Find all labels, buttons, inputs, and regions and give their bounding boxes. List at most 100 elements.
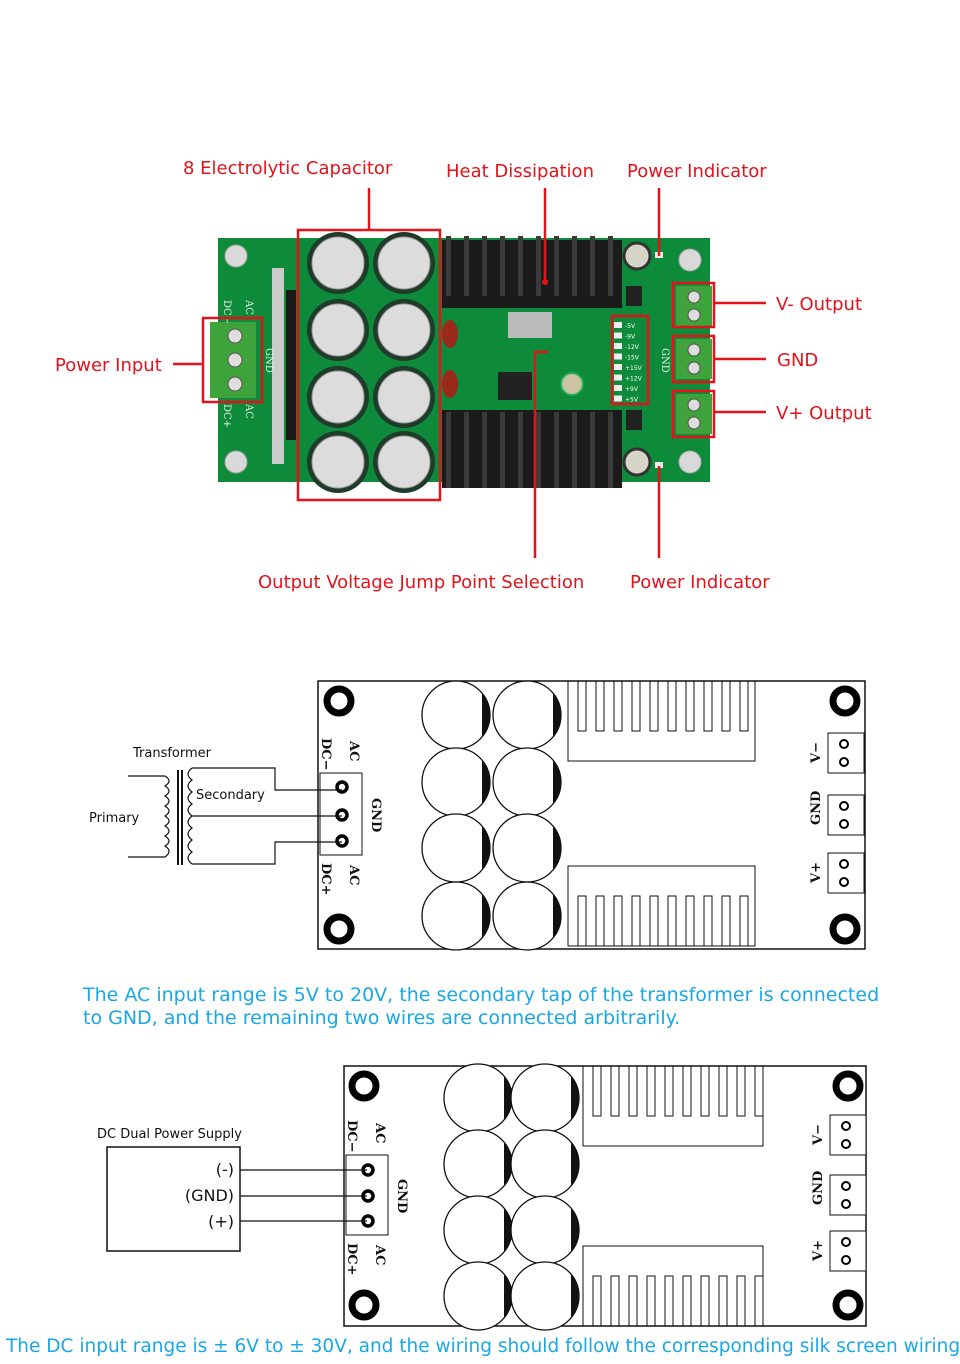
silk-ac: AC: [243, 299, 254, 315]
label-power-indicator-top: Power Indicator: [627, 161, 767, 182]
bridge-rectifier: [272, 268, 284, 464]
label-v-minus-output: V- Output: [776, 294, 862, 315]
dc-pos-label: (+): [208, 1212, 234, 1231]
heatsink-fin: [703, 895, 713, 947]
heatsink-fin: [500, 412, 505, 488]
terminal-hole: [841, 1199, 851, 1209]
capacitor-outline: [492, 881, 562, 951]
regulator: [498, 372, 532, 400]
board-outline: [343, 1065, 867, 1327]
mounting-hole: [832, 1289, 864, 1321]
heatsink-fin: [685, 680, 695, 732]
heatsink-fin: [577, 680, 587, 732]
capacitor-outline: [443, 1261, 513, 1331]
jumper-label: +5V: [625, 397, 639, 404]
jumper-label: +12V: [625, 376, 643, 383]
label-capacitor: 8 Electrolytic Capacitor: [183, 158, 393, 179]
mounting-hole: [224, 450, 248, 474]
capacitor-polarity-mark: [571, 1208, 580, 1252]
silk-gnd: GND: [368, 798, 383, 832]
silk-dc-plus: DC+: [344, 1243, 359, 1276]
capacitor-outline: [492, 747, 562, 817]
primary-label: Primary: [89, 811, 140, 826]
capacitor-polarity-mark: [504, 1208, 513, 1252]
heatsink-fin: [590, 412, 595, 488]
heatsink-fin: [554, 412, 559, 488]
heatsink-fin: [754, 1275, 764, 1327]
heatsink-fin: [682, 1065, 692, 1117]
heatsink-fin: [682, 1275, 692, 1327]
silk-output-label: GND: [811, 1171, 826, 1205]
transformer: [128, 767, 342, 865]
terminal-hole: [841, 1237, 851, 1247]
heatsink-fin: [736, 1275, 746, 1327]
output-terminal: [829, 1174, 867, 1216]
callouts: [173, 188, 766, 558]
silk-gnd: GND: [263, 348, 274, 373]
output-terminal: [827, 794, 865, 836]
silk-output-label: V−: [811, 1124, 826, 1146]
terminal-hole: [335, 834, 349, 848]
mounting-hole: [323, 685, 355, 717]
jumper-pad: [614, 343, 622, 349]
heatsink-fin: [721, 680, 731, 732]
output-terminal: [829, 1114, 867, 1156]
mounting-hole: [829, 913, 861, 945]
silk-ac: AC: [346, 740, 361, 761]
power-input-box: [201, 316, 264, 404]
small-capacitor: [622, 241, 652, 271]
terminal-hole: [839, 819, 849, 829]
label-v-plus-output: V+ Output: [776, 403, 872, 424]
terminal-hole: [841, 1139, 851, 1149]
terminal-hole: [335, 808, 349, 822]
capacitor-polarity-mark: [482, 826, 491, 870]
capacitor-polarity-mark: [553, 826, 562, 870]
mounting-hole: [678, 450, 702, 474]
heatsink-fin: [518, 236, 523, 296]
heatsink-fin: [464, 236, 469, 296]
jumper-label: -5V: [625, 323, 636, 330]
capacitor-polarity-mark: [571, 1274, 580, 1318]
heatsink-fin: [631, 680, 641, 732]
terminal-screw: [687, 361, 701, 375]
capacitor-outline: [510, 1261, 580, 1331]
jump-point-box: [610, 314, 650, 406]
heatsink-fin: [646, 1275, 656, 1327]
heatsink-fin: [646, 1065, 656, 1117]
heatsink-fin: [536, 236, 541, 296]
secondary-label: Secondary: [196, 788, 265, 803]
silk-output-label: V+: [809, 862, 824, 884]
heatsink-fin: [664, 1275, 674, 1327]
dc-gnd-label: (GND): [185, 1186, 234, 1205]
capacitor-polarity-mark: [504, 1274, 513, 1318]
mounting-hole: [323, 913, 355, 945]
heatsink-fin: [572, 412, 577, 488]
ac-note: The AC input range is 5V to 20V, the sec…: [83, 984, 880, 1029]
heatsink-fin: [649, 895, 659, 947]
capacitor-polarity-mark: [553, 894, 562, 938]
label-power-indicator-bottom: Power Indicator: [630, 572, 770, 593]
capacitor-polarity-mark: [553, 760, 562, 804]
heatsink-fin: [482, 412, 487, 488]
heatsink-fin: [572, 236, 577, 296]
heatsink-fin: [739, 895, 749, 947]
heatsink-fin: [610, 1065, 620, 1117]
heatsink-top: [442, 236, 622, 308]
small-capacitor: [622, 447, 652, 477]
heatsink-fin: [700, 1065, 710, 1117]
silk-dc-minus: DC−: [318, 738, 333, 771]
terminal-hole: [839, 757, 849, 767]
film-capacitor: [442, 320, 458, 348]
small-capacitor: [560, 372, 584, 396]
heatsink-outline: [567, 865, 756, 947]
capacitor-top: [377, 303, 431, 357]
heatsink-outline: [567, 680, 756, 762]
output-terminal: [827, 732, 865, 774]
jumper-pad: [614, 374, 622, 381]
terminal-screw: [687, 416, 701, 430]
capacitor-polarity-mark: [482, 894, 491, 938]
dc-neg-label: (-): [216, 1160, 234, 1179]
heatsink-fin: [613, 680, 623, 732]
label-heat-dissipation: Heat Dissipation: [446, 161, 594, 182]
